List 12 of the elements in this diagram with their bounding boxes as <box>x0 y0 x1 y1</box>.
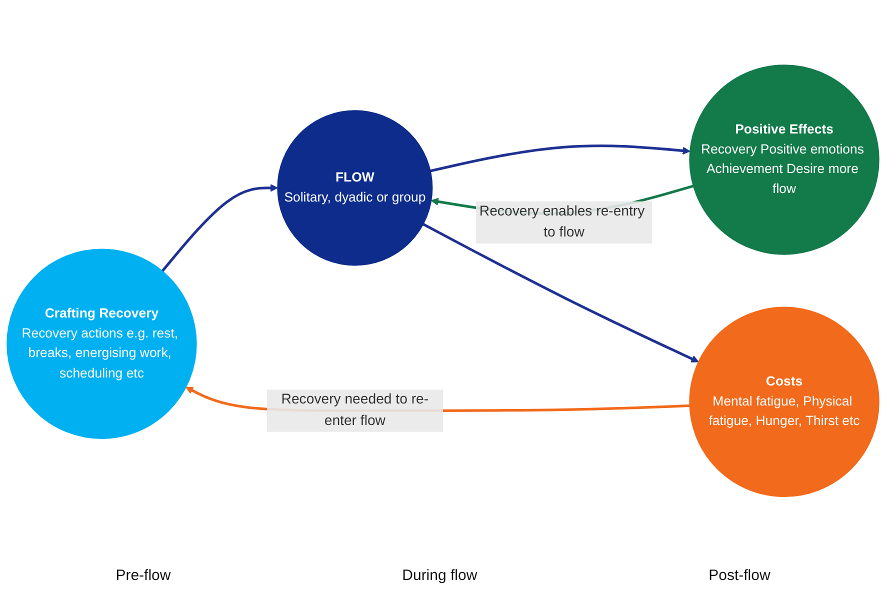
arrow <box>430 144 690 172</box>
edge-label: Recovery enables re-entry to flow <box>479 204 645 240</box>
node-circle: Positive Effects Recovery Positive emotions Achievement Desire more flow <box>689 64 880 254</box>
edge-label: Recovery needed to re-enter flow <box>281 392 429 428</box>
node-circle: Costs Mental fatigue, Physical fatigue, Hunger, Thirst etc <box>689 306 880 497</box>
node-circle: FLOW Solitary, dyadic or group <box>277 110 433 266</box>
arrow <box>161 184 278 272</box>
arrow <box>422 222 699 362</box>
node-circle: Crafting Recovery Recovery actions e.g. rest, breaks, energising work, scheduling etc <box>6 248 197 439</box>
phase-label: Post-flow <box>708 567 770 584</box>
phase-label: Pre-flow <box>116 567 171 584</box>
phase-label: During flow <box>402 567 478 584</box>
